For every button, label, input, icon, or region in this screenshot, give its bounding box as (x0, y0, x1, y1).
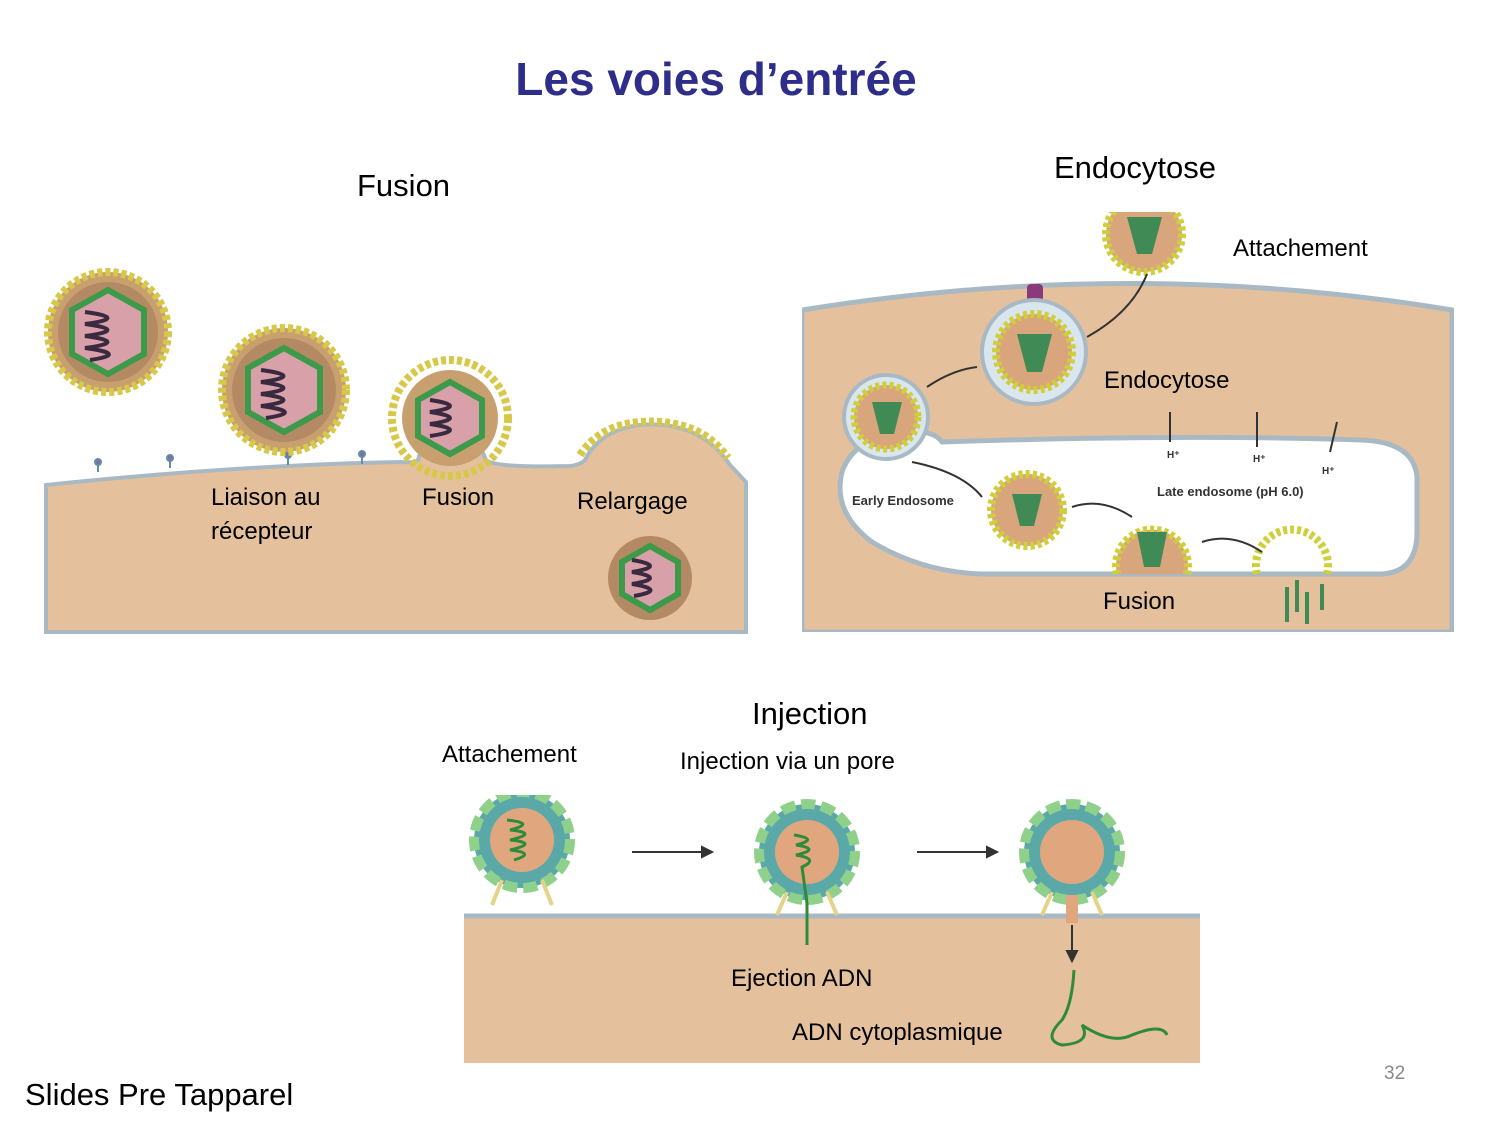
endo-label-hplus-1: H⁺ (1167, 450, 1180, 461)
inj-virion-attach-icon (469, 795, 575, 906)
endo-label-hplus-2: H⁺ (1253, 454, 1266, 465)
endo-label-hplus-3: H⁺ (1322, 466, 1335, 477)
endo-arrows (911, 273, 1338, 553)
inj-virion-empty-icon (1019, 799, 1125, 923)
endo-label-late: Late endosome (pH 6.0) (1157, 484, 1304, 499)
inj-label-eject: Ejection ADN (731, 965, 873, 992)
endo-label-endocytose: Endocytose (1104, 367, 1230, 394)
virion-endo-fusion-icon (1252, 525, 1332, 575)
page-number: 32 (1384, 1063, 1406, 1084)
envelope-spikes-icon (576, 417, 732, 461)
virion-free-icon (44, 268, 172, 396)
inj-label-cyto: ADN cytoplasmique (792, 1019, 1003, 1046)
injection-diagram (464, 795, 1200, 1063)
virion-vesicle-icon (842, 373, 930, 461)
cytoplasmic-dna-icon (1050, 969, 1169, 1047)
fusion-label-release: Relargage (577, 488, 688, 515)
virion-attaching-icon (1102, 212, 1186, 276)
released-genome-icon (1285, 580, 1324, 624)
inj-label-pore: Injection via un pore (680, 748, 895, 775)
released-capsid-icon (608, 536, 692, 620)
inj-label-attach: Attachement (442, 741, 577, 768)
fusion-label-binding: Liaison au (211, 484, 321, 511)
virion-fusing-icon (388, 356, 512, 480)
virion-early-endosome-icon (987, 470, 1067, 550)
endo-label-fusion: Fusion (1103, 588, 1176, 615)
virion-endocytosed-icon (980, 298, 1088, 406)
endocytose-heading: Endocytose (1054, 150, 1216, 185)
endo-label-attach: Attachement (1233, 235, 1368, 262)
fusion-diagram (44, 268, 748, 634)
injection-heading: Injection (752, 696, 868, 731)
endo-label-early: Early Endosome (852, 493, 954, 508)
endocytose-diagram (802, 212, 1454, 632)
slide-credit: Slides Pre Tapparel (25, 1077, 294, 1112)
inj-arrows (632, 845, 1079, 964)
inj-virion-inject-icon (754, 799, 860, 945)
fusion-heading: Fusion (357, 168, 451, 203)
slide-title: Les voies d’entrée (515, 53, 917, 105)
virion-late-endosome-icon (1112, 525, 1192, 575)
inj-cytoplasm (464, 917, 1200, 1063)
fusion-label-fusion: Fusion (422, 484, 495, 511)
virion-binding-icon (218, 324, 350, 456)
fusion-label-receptor: récepteur (211, 518, 313, 545)
